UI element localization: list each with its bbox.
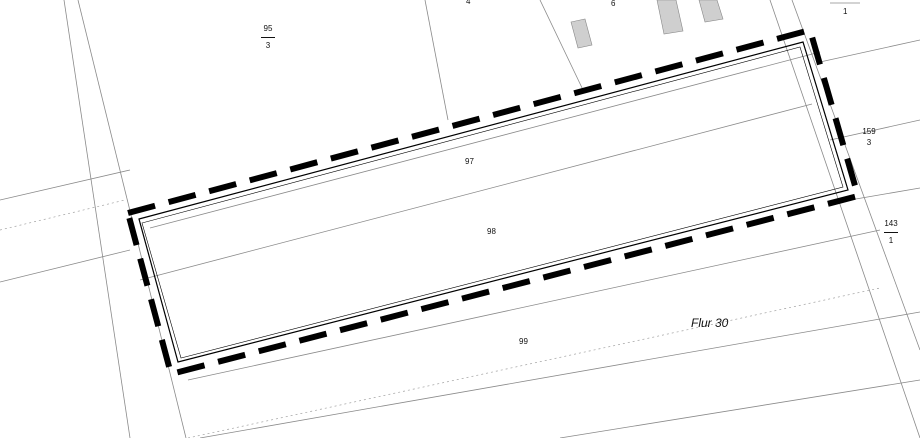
parcel-label-95: 95 3 xyxy=(253,25,283,50)
fraction-bar xyxy=(261,37,275,38)
tract-outline xyxy=(138,41,849,363)
boundary-line xyxy=(791,0,920,351)
parcel-label-159: 159 3 xyxy=(854,128,884,147)
parcel-label-143: 143 1 xyxy=(876,220,906,245)
fraction-bar xyxy=(884,232,898,233)
tract-inner-outline xyxy=(138,41,849,363)
tract-highlight-dashed-outline xyxy=(124,26,862,378)
dotted-line xyxy=(0,199,126,231)
parcel-label-97: 97 xyxy=(465,157,474,166)
parcel-subnumber: 3 xyxy=(866,138,872,147)
dotted-boundaries xyxy=(0,199,881,438)
boundary-line xyxy=(829,119,920,141)
building-footprint xyxy=(656,0,684,35)
boundary-line xyxy=(139,103,813,281)
parcel-label-1: 1 xyxy=(843,7,848,16)
building-footprint xyxy=(570,18,593,49)
parcel-number: 143 xyxy=(884,219,898,228)
boundary-line xyxy=(424,0,449,121)
parcel-label-6: 6 xyxy=(611,0,616,8)
boundary-line xyxy=(63,0,131,438)
parcel-number: 159 xyxy=(862,127,876,136)
boundary-line xyxy=(0,249,131,283)
parcel-subnumber: 3 xyxy=(265,41,271,50)
boundary-line xyxy=(149,51,821,229)
building-footprint xyxy=(698,0,724,23)
parcel-number: 95 xyxy=(263,24,273,33)
boundary-line xyxy=(769,0,920,438)
parcel-label-4: 4 xyxy=(466,0,471,6)
buildings xyxy=(570,0,724,49)
parcel-label-99: 99 xyxy=(519,337,528,346)
boundary-line xyxy=(187,229,881,381)
boundary-line xyxy=(539,0,585,93)
boundary-line xyxy=(0,169,131,201)
boundary-line xyxy=(559,379,920,438)
dotted-line xyxy=(187,287,881,438)
tract-inner-outline-2 xyxy=(141,46,844,359)
boundary-line xyxy=(819,39,920,63)
parcel-label-98: 98 xyxy=(487,227,496,236)
boundary-line xyxy=(849,187,920,201)
district-label: Flur 30 xyxy=(691,316,729,330)
parcel-subnumber: 1 xyxy=(888,236,894,245)
boundary-line xyxy=(199,311,920,438)
